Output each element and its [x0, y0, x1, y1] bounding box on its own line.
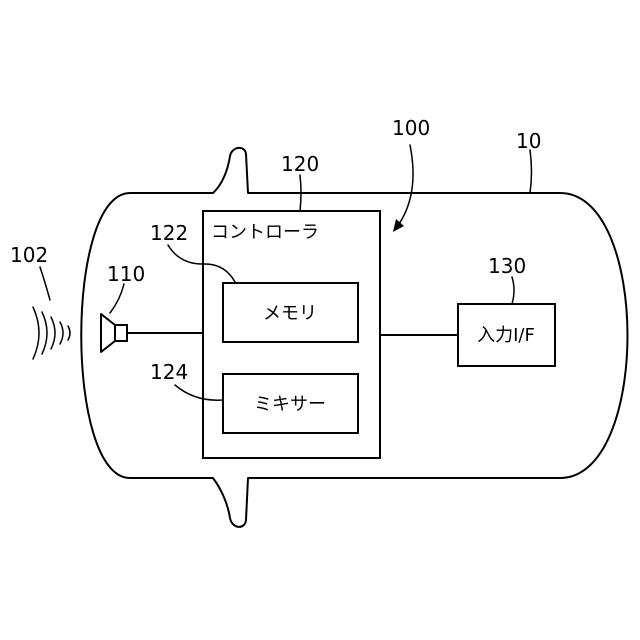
arrow-100	[397, 145, 413, 227]
ref-num-130: 130	[488, 254, 526, 278]
ref-num-120: 120	[281, 152, 319, 176]
memory-label: メモリ	[263, 303, 317, 324]
sound-wave-icon	[33, 307, 70, 359]
mixer-label: ミキサー	[254, 394, 326, 415]
leader-line-110	[110, 284, 124, 313]
ref-num-122: 122	[150, 221, 188, 245]
leader-line-102	[40, 267, 50, 300]
ref-num-110: 110	[107, 262, 145, 286]
ref-num-124: 124	[150, 360, 188, 384]
arrowhead-100	[393, 219, 404, 232]
input-if-label: 入力I/F	[477, 325, 535, 346]
ref-num-10: 10	[516, 129, 541, 153]
leader-line-10	[530, 150, 532, 193]
controller-label: コントローラ	[211, 222, 319, 243]
ref-num-100: 100	[392, 116, 430, 140]
speaker-icon	[101, 314, 127, 352]
leader-line-130	[512, 277, 514, 304]
ref-num-102: 102	[10, 243, 48, 267]
